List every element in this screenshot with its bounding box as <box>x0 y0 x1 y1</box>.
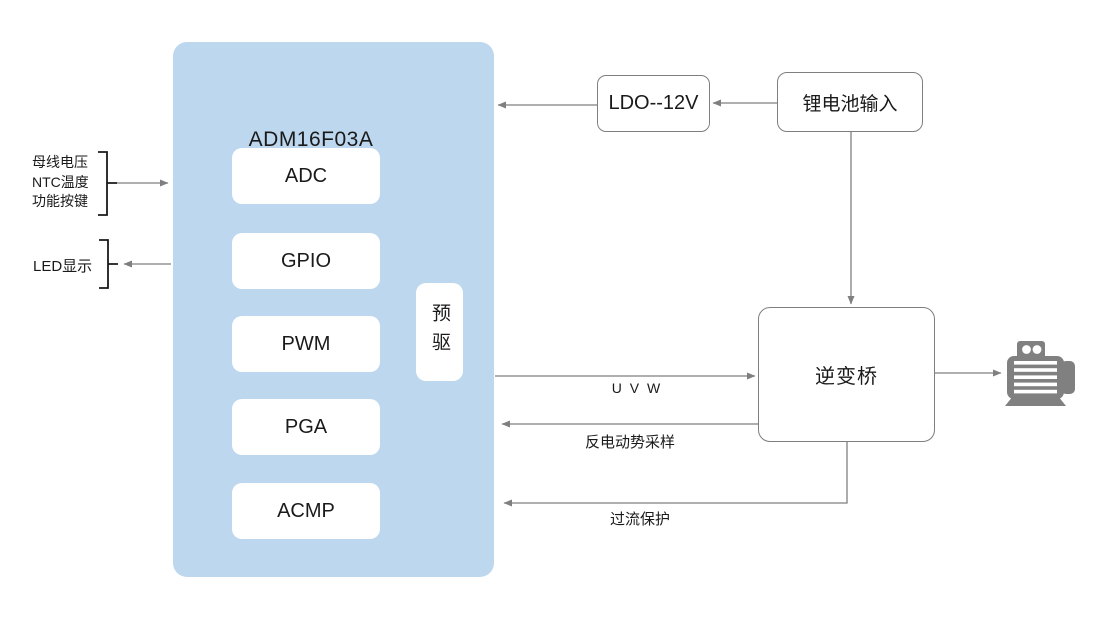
block-adc: ADC <box>232 148 380 204</box>
motor-bolt-left <box>1022 345 1031 354</box>
label-bus-voltage: 母线电压 <box>32 154 88 170</box>
analog-input-labels: 母线电压 NTC温度 功能按键 <box>32 153 89 212</box>
label-overcurrent: 过流保护 <box>609 511 671 528</box>
block-pga: PGA <box>232 399 380 455</box>
block-pwm: PWM <box>232 316 380 372</box>
chip-title: ADM16F03A <box>248 128 374 151</box>
connector-overcurrent-to-chip <box>503 442 848 507</box>
analog-inputs-bracket <box>98 151 117 216</box>
label-led-display: LED显示 <box>33 258 93 275</box>
label-ntc-temperature: NTC温度 <box>32 173 89 190</box>
block-gpio: GPIO <box>232 233 380 289</box>
label-function-keys: 功能按键 <box>32 193 88 209</box>
motor-bolt-right <box>1032 345 1042 354</box>
ldo-box: LDO--12V <box>597 75 710 132</box>
motor-base <box>1005 396 1066 406</box>
chip-block: ADM16F03A ADC GPIO PWM PGA ACMP 预驱 <box>173 42 494 577</box>
led-bracket <box>99 239 118 289</box>
motor-end-cap <box>1061 361 1075 394</box>
inverter-bridge-box: 逆变桥 <box>758 307 935 442</box>
battery-input-box: 锂电池输入 <box>777 72 923 132</box>
motor-icon <box>1005 341 1075 406</box>
block-predriver: 预驱 <box>416 283 463 381</box>
label-uvw: U V W <box>611 380 663 396</box>
block-acmp: ACMP <box>232 483 380 539</box>
motor-fins <box>1014 361 1057 394</box>
label-back-emf: 反电动势采样 <box>584 434 676 451</box>
motor-icon-shape <box>1005 341 1075 406</box>
